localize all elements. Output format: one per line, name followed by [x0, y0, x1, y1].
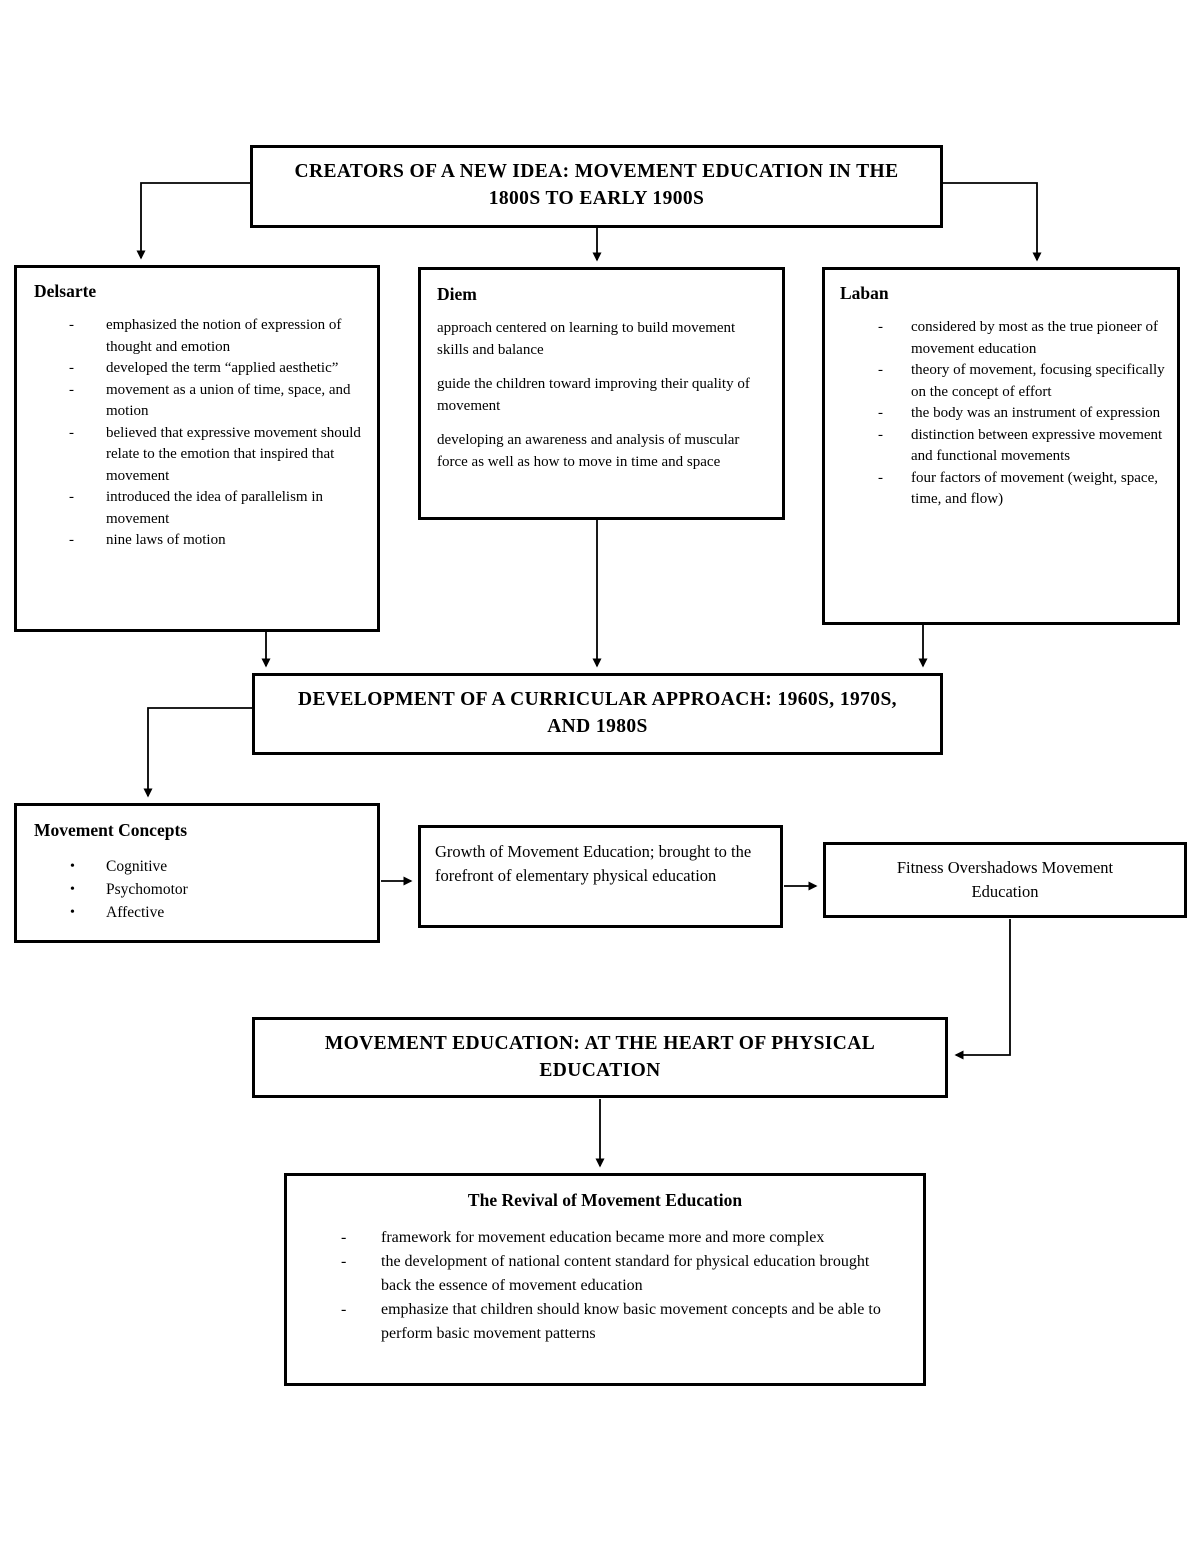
heart-title: MOVEMENT EDUCATION: AT THE HEART OF PHYS… — [324, 1033, 876, 1081]
laban-list-item: - theory of movement, focusing specifica… — [840, 360, 1165, 403]
dash-marker: - — [878, 319, 883, 335]
growth-text: Growth of Movement Education; brought to… — [435, 842, 752, 885]
delsarte-list-item: - introduced the idea of parallelism in … — [34, 487, 363, 530]
laban-list-item: - the body was an instrument of expressi… — [840, 403, 1165, 425]
laban-list: - considered by most as the true pioneer… — [840, 317, 1165, 511]
connector-development-to-concepts — [143, 707, 252, 798]
dash-marker: - — [69, 424, 74, 441]
diem-paragraphs: approach centered on learning to build m… — [437, 318, 766, 473]
laban-list-item: - considered by most as the true pioneer… — [840, 317, 1165, 360]
bullet-marker: • — [70, 882, 75, 897]
fitness-text: Fitness Overshadows Movement Education — [896, 858, 1114, 901]
concept-list-item: • Affective — [34, 901, 363, 924]
revival-list-item: - the development of national content st… — [307, 1250, 903, 1298]
dash-marker: - — [69, 532, 74, 548]
diem-paragraph: approach centered on learning to build m… — [437, 320, 736, 358]
delsarte-title: Delsarte — [34, 281, 97, 301]
delsarte-box: Delsarte - emphasized the notion of expr… — [14, 265, 380, 632]
dash-marker: - — [69, 489, 74, 505]
creators-title: CREATORS OF A NEW IDEA: MOVEMENT EDUCATI… — [294, 161, 899, 209]
dash-marker: - — [878, 426, 883, 443]
revival-list: - framework for movement education becam… — [307, 1226, 903, 1346]
connector-creators-to-delsarte — [136, 182, 250, 260]
connector-fitness-to-heart — [954, 919, 1011, 1060]
diem-paragraph: guide the children toward improving thei… — [437, 376, 750, 414]
heart-box: MOVEMENT EDUCATION: AT THE HEART OF PHYS… — [252, 1017, 948, 1098]
dash-marker: - — [878, 469, 883, 486]
development-box: DEVELOPMENT OF A CURRICULAR APPROACH: 19… — [252, 673, 943, 755]
laban-title: Laban — [840, 283, 889, 303]
revival-list-item: - framework for movement education becam… — [307, 1226, 903, 1250]
dash-marker: - — [878, 362, 883, 378]
delsarte-list-item: - nine laws of motion — [34, 530, 363, 552]
connector-creators-to-laban — [943, 182, 1042, 262]
diem-title: Diem — [437, 284, 477, 304]
laban-list-item: - four factors of movement (weight, spac… — [840, 468, 1165, 511]
dash-marker: - — [341, 1229, 347, 1246]
revival-list-item: - emphasize that children should know ba… — [307, 1298, 903, 1346]
concept-list-item: • Cognitive — [34, 855, 363, 878]
bullet-marker: • — [70, 905, 75, 920]
diem-paragraph: developing an awareness and analysis of … — [437, 432, 740, 470]
dash-marker: - — [69, 381, 74, 398]
movement-concepts-title: Movement Concepts — [34, 820, 188, 840]
movement-concepts-list: • Cognitive • Psychomotor • Affective — [34, 855, 363, 924]
delsarte-list-item: - developed the term “applied aesthetic” — [34, 358, 363, 380]
dash-marker: - — [69, 360, 74, 376]
laban-box: Laban - considered by most as the true p… — [822, 267, 1180, 625]
delsarte-list: - emphasized the notion of expression of… — [34, 315, 363, 552]
movement-concepts-box: Movement Concepts • Cognitive • Psychomo… — [14, 803, 380, 943]
dash-marker: - — [878, 405, 883, 421]
revival-title: The Revival of Movement Education — [467, 1190, 743, 1210]
dash-marker: - — [341, 1253, 347, 1270]
revival-box: The Revival of Movement Education - fram… — [284, 1173, 926, 1386]
delsarte-list-item: - movement as a union of time, space, an… — [34, 380, 363, 423]
delsarte-list-item: - emphasized the notion of expression of… — [34, 315, 363, 358]
creators-box: CREATORS OF A NEW IDEA: MOVEMENT EDUCATI… — [250, 145, 943, 228]
diem-box: Diem approach centered on learning to bu… — [418, 267, 785, 520]
dash-marker: - — [341, 1301, 347, 1318]
delsarte-list-item: - believed that expressive movement shou… — [34, 423, 363, 488]
development-title: DEVELOPMENT OF A CURRICULAR APPROACH: 19… — [298, 689, 897, 737]
growth-box: Growth of Movement Education; brought to… — [418, 825, 783, 928]
concept-list-item: • Psychomotor — [34, 878, 363, 901]
bullet-marker: • — [70, 859, 75, 874]
laban-list-item: - distinction between expressive movemen… — [840, 425, 1165, 468]
fitness-box: Fitness Overshadows Movement Education — [823, 842, 1187, 918]
dash-marker: - — [69, 317, 74, 333]
